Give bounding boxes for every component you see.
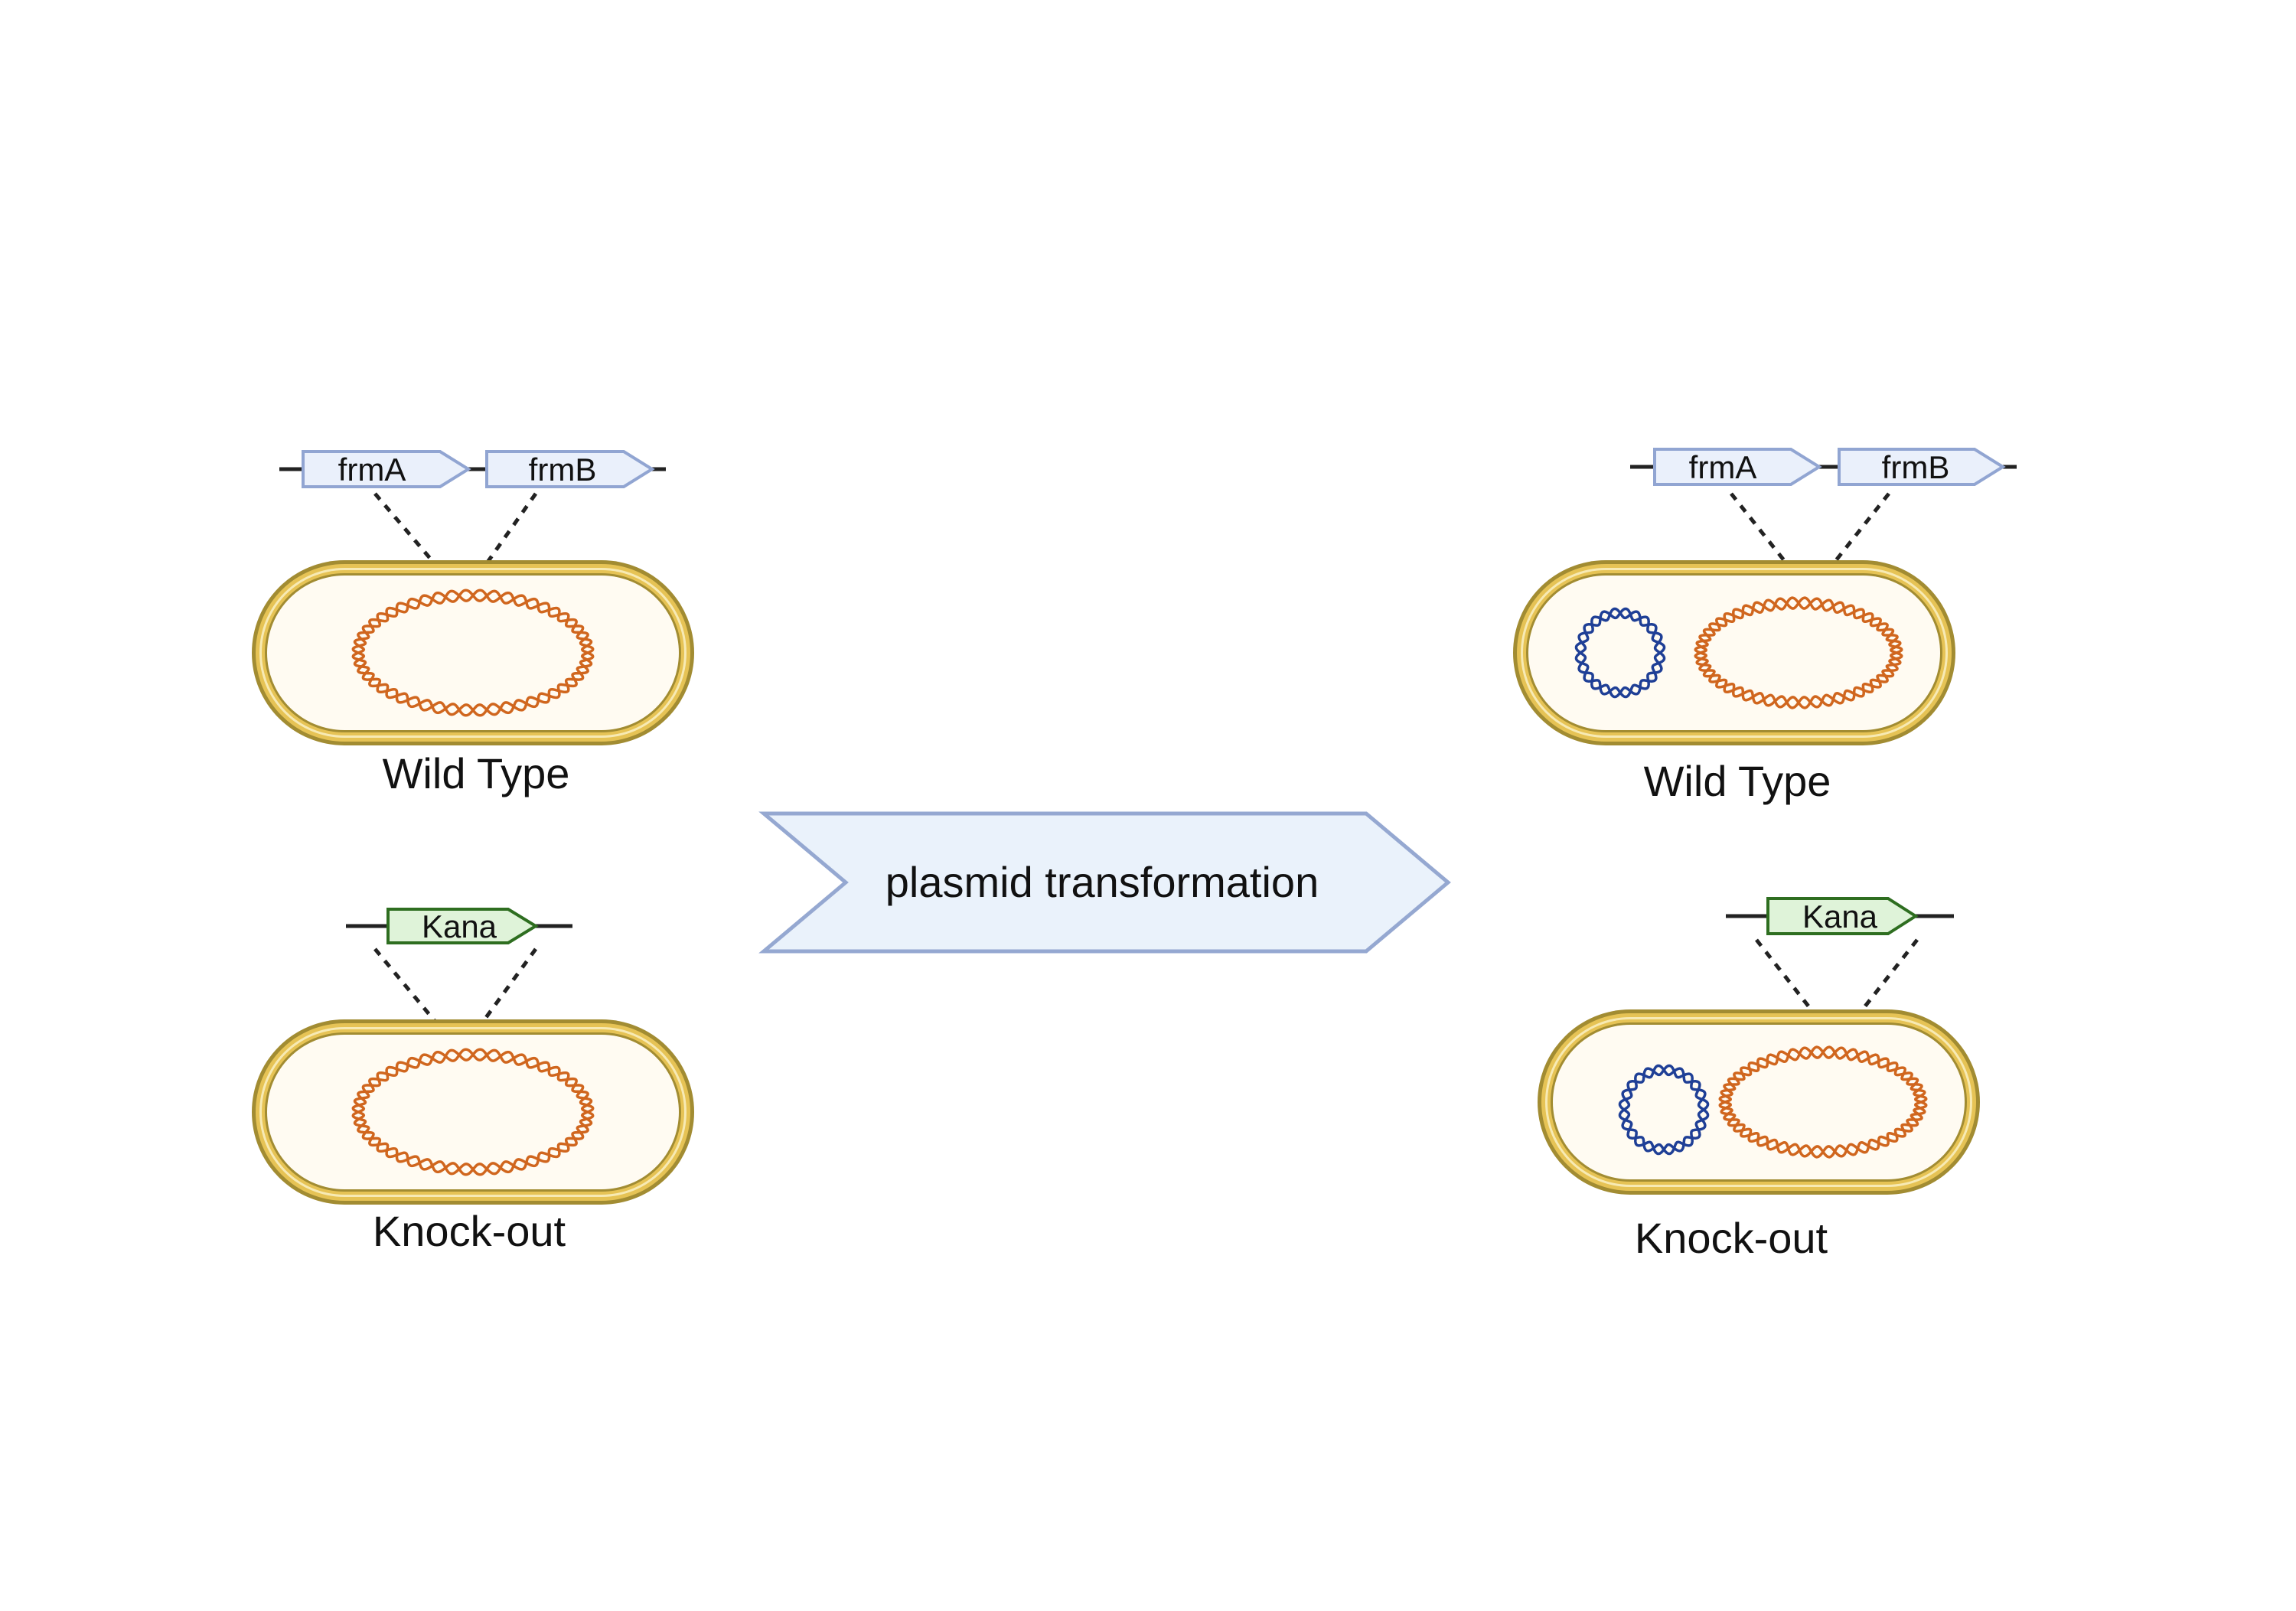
gene-Kana: Kana xyxy=(386,908,539,944)
plasmid-transformation-arrow: plasmid transformation xyxy=(758,811,1451,954)
right-knock-out-gene-track: Kana xyxy=(1726,897,1954,1044)
process-arrow-label: plasmid transformation xyxy=(885,858,1319,906)
right-wild-type-label: Wild Type xyxy=(1644,757,1831,805)
chromosome xyxy=(1694,596,1903,709)
left-wild-type-label: Wild Type xyxy=(383,749,570,797)
left-knock-out-cell xyxy=(252,1019,694,1205)
right-knock-out-cell xyxy=(1538,1009,1980,1195)
gene-Kana: Kana xyxy=(1766,897,1919,935)
right-wild-type-gene-track: frmA frmB xyxy=(1630,448,2017,595)
left-wild-type-cell xyxy=(252,560,694,745)
chromosome xyxy=(1718,1045,1928,1159)
plasmid xyxy=(1618,1064,1710,1156)
gene-frmB: frmB xyxy=(485,450,655,488)
chromosome xyxy=(351,1048,595,1176)
gene-label-frmB: frmB xyxy=(529,452,597,488)
gene-label-frmA: frmA xyxy=(1689,449,1757,485)
gene-frmB: frmB xyxy=(1838,448,2006,486)
gene-label-Kana: Kana xyxy=(422,908,497,944)
right-knock-out-label: Knock-out xyxy=(1635,1214,1828,1262)
right-wild-type-cell xyxy=(1513,560,1955,745)
left-wild-type-gene-track: frmA frmB xyxy=(279,450,666,598)
gene-label-frmB: frmB xyxy=(1882,449,1950,485)
gene-frmA: frmA xyxy=(302,450,471,488)
left-knock-out-label: Knock-out xyxy=(373,1207,566,1255)
gene-label-Kana: Kana xyxy=(1802,898,1878,934)
plasmid xyxy=(1574,607,1666,699)
gene-label-frmA: frmA xyxy=(338,452,406,488)
gene-frmA: frmA xyxy=(1653,448,1822,486)
chromosome xyxy=(351,589,595,717)
left-knock-out-gene-track: Kana xyxy=(346,908,572,1054)
